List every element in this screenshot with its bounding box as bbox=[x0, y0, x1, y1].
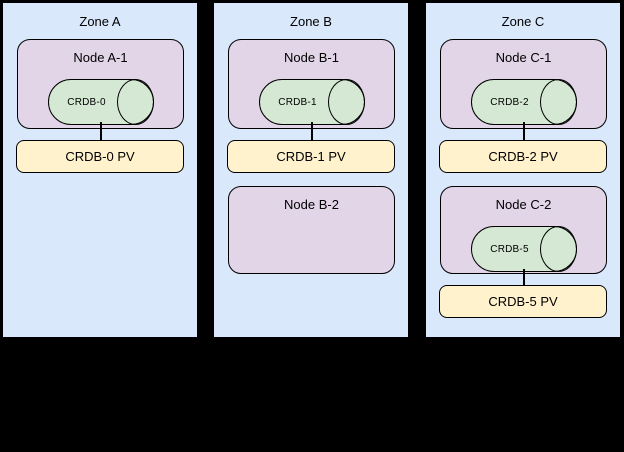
crdb-1-pv: CRDB-1 PV bbox=[227, 140, 395, 173]
zone-a: Zone A Node A-1 CRDB-0 CRDB-0 PV bbox=[2, 2, 198, 338]
node-b-2: Node B-2 bbox=[228, 186, 395, 274]
node-c-1-label: Node C-1 bbox=[495, 50, 552, 65]
node-a-1: Node A-1 CRDB-0 bbox=[17, 39, 184, 129]
connector-crdb5-to-pv bbox=[523, 269, 525, 287]
crdb-2-pv: CRDB-2 PV bbox=[439, 140, 607, 173]
crdb-5-cylinder: CRDB-5 bbox=[470, 226, 577, 272]
node-b-2-label: Node B-2 bbox=[284, 197, 339, 212]
crdb-0-cylinder: CRDB-0 bbox=[47, 79, 154, 125]
connector-crdb0-to-pv bbox=[100, 122, 102, 142]
cylinder-face bbox=[327, 79, 365, 125]
zone-c: Zone C Node C-1 CRDB-2 CRDB-2 PV Node C-… bbox=[425, 2, 621, 338]
cylinder-face bbox=[539, 79, 577, 125]
zone-b-label: Zone B bbox=[290, 14, 332, 29]
connector-crdb1-to-pv bbox=[311, 122, 313, 142]
node-b-1-label: Node B-1 bbox=[284, 50, 339, 65]
crdb-5-cylinder-label: CRDB-5 bbox=[490, 243, 529, 255]
node-c-2-label: Node C-2 bbox=[495, 197, 552, 212]
zone-c-label: Zone C bbox=[501, 14, 545, 29]
crdb-5-pv: CRDB-5 PV bbox=[439, 285, 607, 318]
crdb-1-cylinder: CRDB-1 bbox=[258, 79, 365, 125]
cylinder-face bbox=[539, 226, 577, 272]
connector-crdb2-to-pv bbox=[523, 122, 525, 142]
crdb-1-cylinder-label: CRDB-1 bbox=[278, 96, 317, 108]
node-c-1: Node C-1 CRDB-2 bbox=[440, 39, 607, 129]
node-c-2: Node C-2 CRDB-5 bbox=[440, 186, 607, 274]
node-b-1: Node B-1 CRDB-1 bbox=[228, 39, 395, 129]
cylinder-face bbox=[116, 79, 154, 125]
crdb-0-pv: CRDB-0 PV bbox=[16, 140, 184, 173]
zone-b: Zone B Node B-1 CRDB-1 CRDB-1 PV Node B-… bbox=[213, 2, 409, 338]
crdb-0-cylinder-label: CRDB-0 bbox=[67, 96, 106, 108]
crdb-2-cylinder-label: CRDB-2 bbox=[490, 96, 529, 108]
crdb-2-cylinder: CRDB-2 bbox=[470, 79, 577, 125]
zone-a-label: Zone A bbox=[79, 14, 121, 29]
node-a-1-label: Node A-1 bbox=[73, 50, 128, 65]
